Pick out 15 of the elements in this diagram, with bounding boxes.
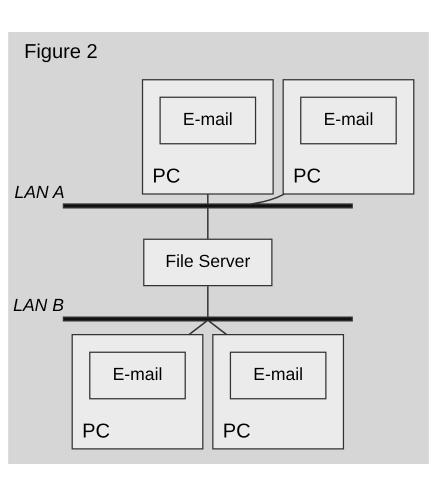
node-bar: [62, 202, 353, 208]
connector: [208, 320, 228, 335]
node-box: E-mail: [159, 96, 256, 144]
diagram-title: Figure 2: [24, 40, 98, 63]
node-label: LAN B: [13, 294, 64, 315]
connector: [207, 208, 209, 239]
connector: [207, 286, 209, 316]
connector: [188, 320, 208, 335]
node-label: LAN A: [14, 182, 65, 202]
node-box: E-mail: [300, 96, 397, 144]
node-box: E-mail: [89, 351, 186, 399]
node-box: File Server: [143, 238, 272, 286]
node-bar: [62, 316, 353, 321]
connector: [207, 194, 209, 204]
node-box: E-mail: [230, 351, 326, 399]
